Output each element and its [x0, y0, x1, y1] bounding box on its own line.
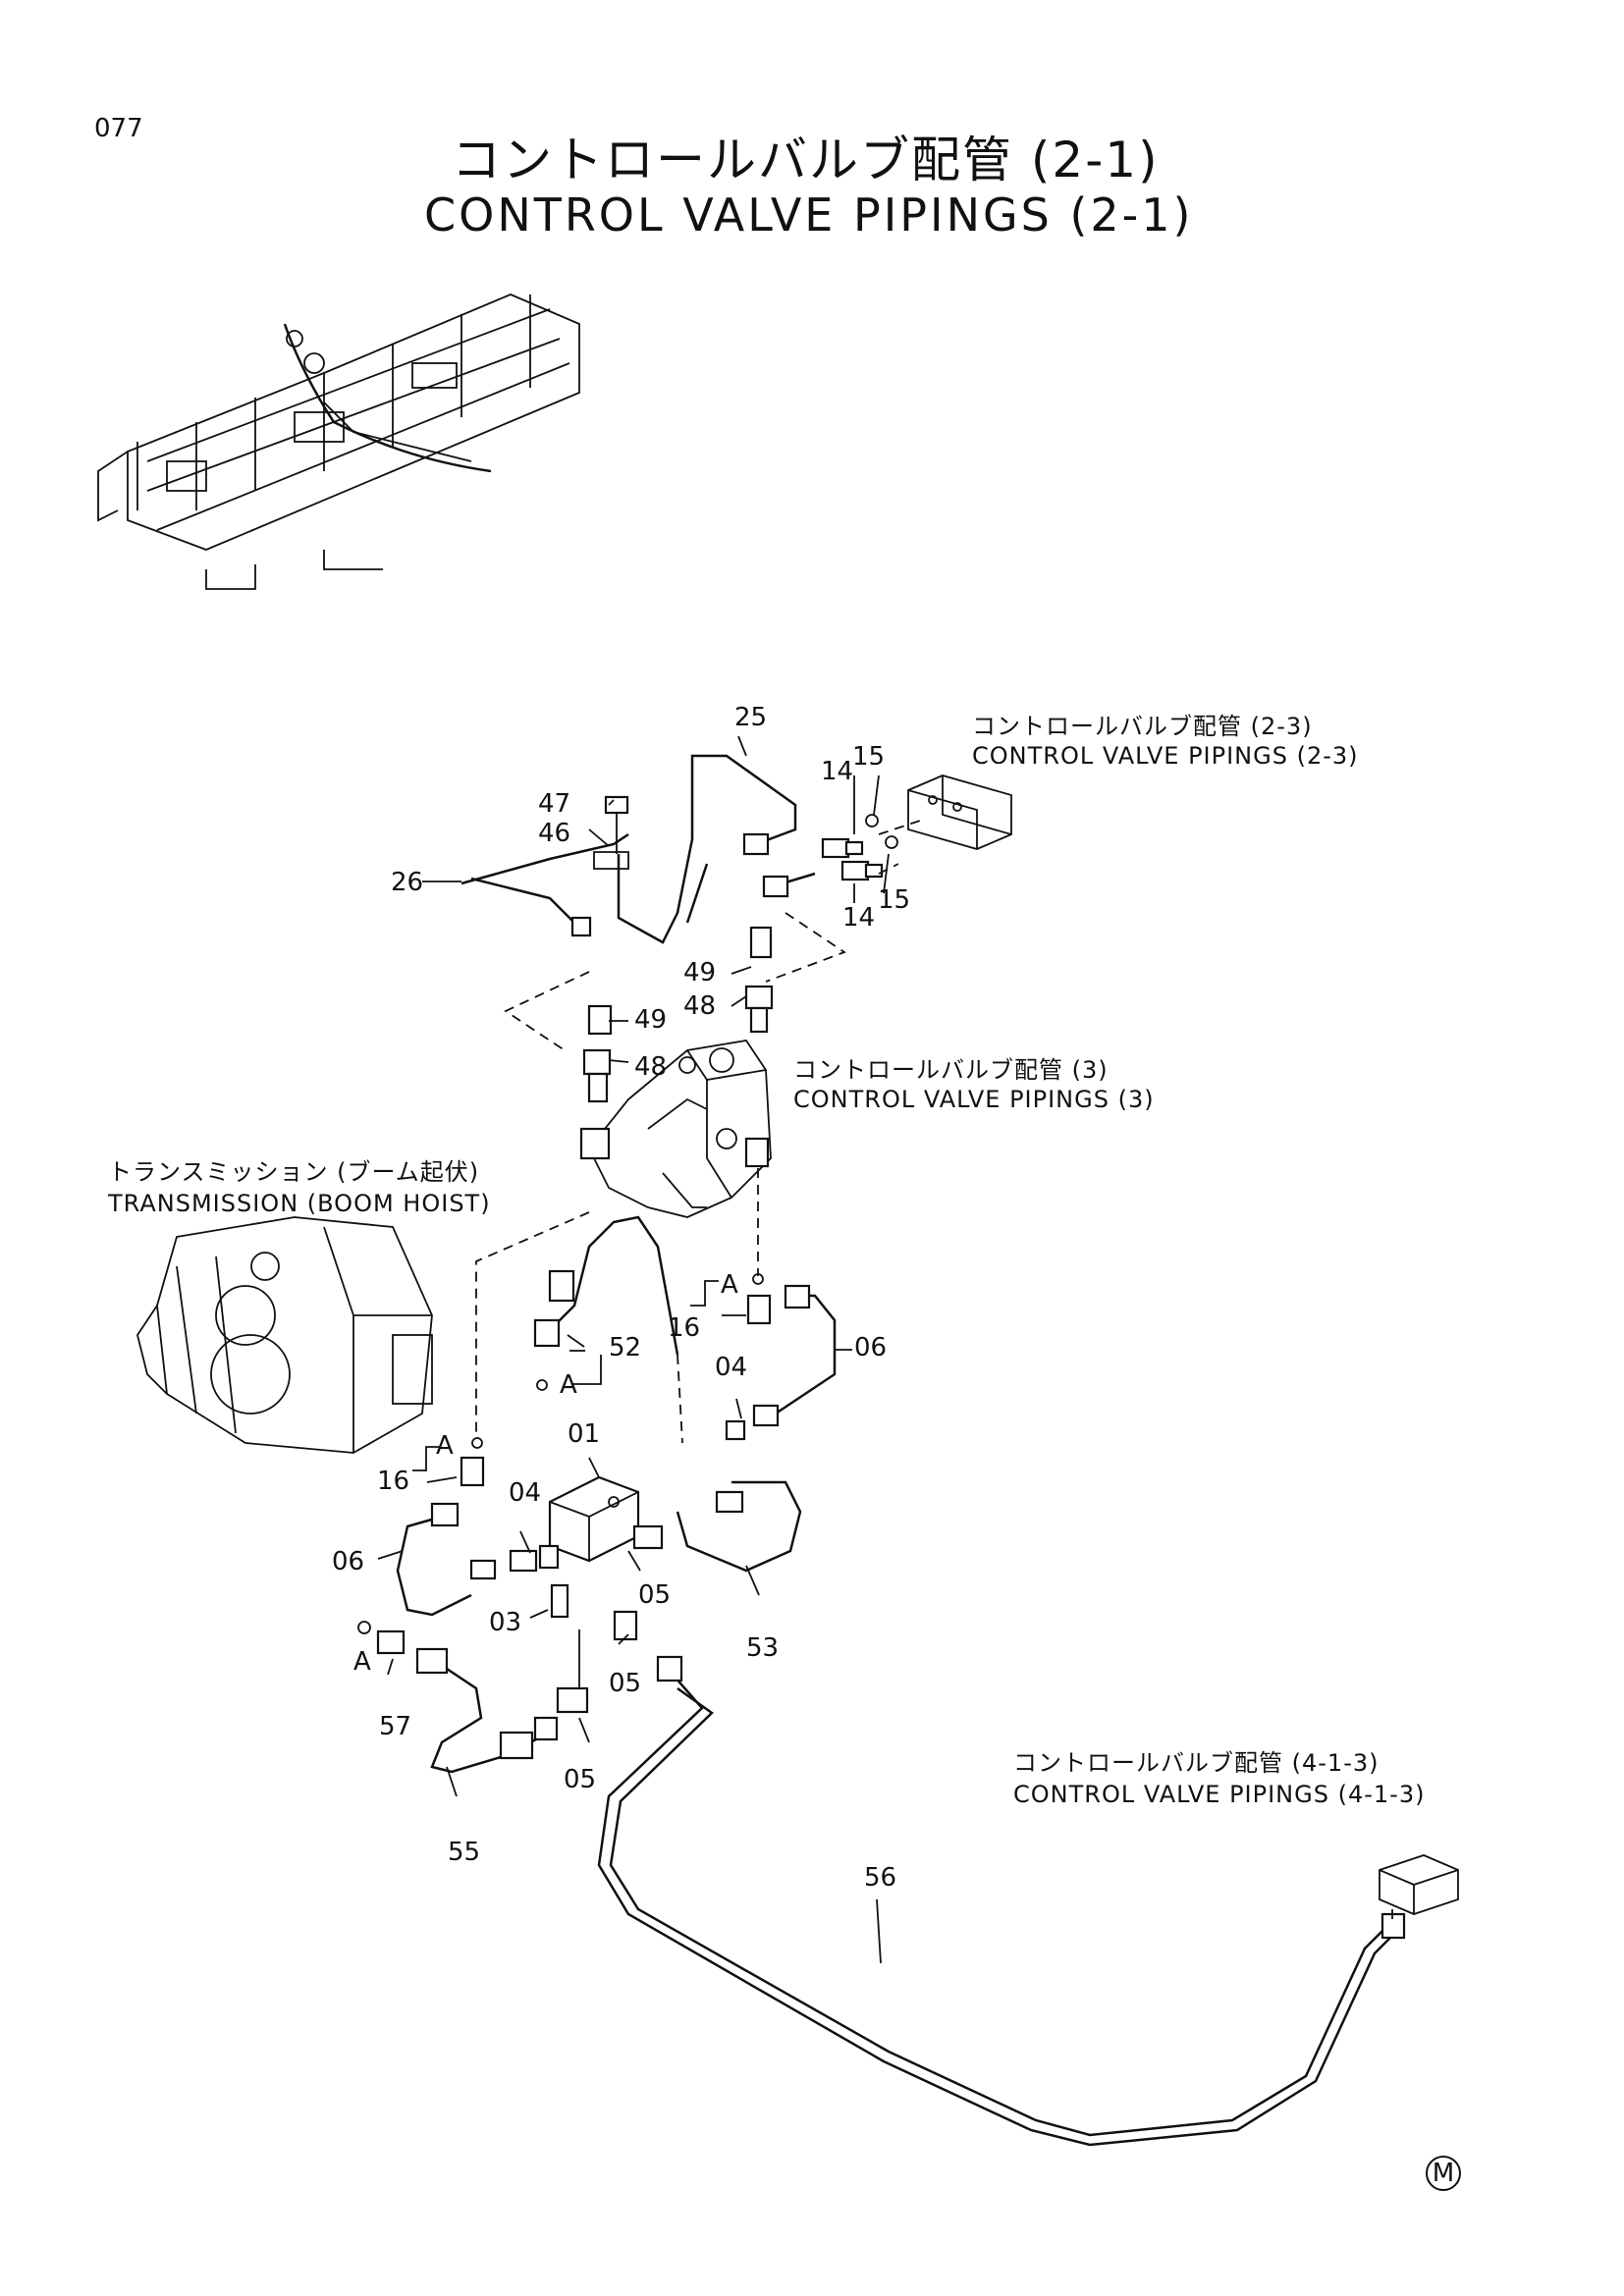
pipe-53 — [676, 1480, 802, 1573]
control-valve-block-4-1-3 — [1379, 1854, 1459, 1915]
callout-48-right: 48 — [683, 991, 717, 1021]
callout-06-left: 06 — [332, 1547, 365, 1576]
callout-46: 46 — [538, 819, 571, 848]
pipe-06-left — [396, 1515, 472, 1617]
callout-53: 53 — [746, 1633, 780, 1663]
callout-57: 57 — [379, 1712, 412, 1741]
ref-4-1-3-jp: コントロールバルブ配管 (4-1-3) — [1013, 1749, 1380, 1777]
callout-04-left: 04 — [509, 1478, 542, 1508]
label-a-1: A — [721, 1270, 738, 1300]
control-valve-block-2-3 — [907, 774, 1012, 850]
title-english: CONTROL VALVE PIPINGS (2-1) — [424, 188, 1194, 241]
callout-55: 55 — [448, 1838, 481, 1867]
callout-15-bottom: 15 — [878, 885, 911, 915]
callout-04-right: 04 — [715, 1353, 748, 1382]
callout-14-top: 14 — [821, 757, 854, 786]
callout-05-a: 05 — [638, 1580, 672, 1610]
callout-06-right: 06 — [854, 1333, 888, 1362]
label-a-2: A — [560, 1370, 577, 1400]
m-mark: M — [1426, 2156, 1461, 2191]
callout-49-left: 49 — [634, 1005, 668, 1035]
callout-05-b: 05 — [609, 1669, 642, 1698]
pipe-56 — [597, 1668, 1395, 2147]
callout-47: 47 — [538, 789, 571, 819]
pipe-06-right — [775, 1294, 837, 1415]
callout-05-c: 05 — [564, 1765, 597, 1794]
callout-26: 26 — [391, 868, 424, 897]
pipe-25 — [617, 754, 797, 944]
ref-2-3-en: CONTROL VALVE PIPINGS (2-3) — [972, 742, 1359, 770]
ref-4-1-3-en: CONTROL VALVE PIPINGS (4-1-3) — [1013, 1781, 1426, 1808]
title-japanese: コントロールバルブ配管 (2-1) — [452, 132, 1160, 188]
page-number: 077 — [94, 114, 143, 143]
callout-48-left: 48 — [634, 1052, 668, 1082]
pipe-26 — [460, 832, 629, 929]
label-a-3: A — [436, 1431, 454, 1461]
callout-16-right: 16 — [668, 1313, 701, 1343]
ref-3-en: CONTROL VALVE PIPINGS (3) — [793, 1086, 1155, 1113]
callout-49-right: 49 — [683, 958, 717, 988]
ref-transmission-en: TRANSMISSION (BOOM HOIST) — [108, 1190, 491, 1217]
pipe-52 — [544, 1215, 679, 1356]
ref-2-3-jp: コントロールバルブ配管 (2-3) — [972, 713, 1313, 740]
callout-56: 56 — [864, 1863, 897, 1893]
label-a-4: A — [353, 1647, 371, 1677]
pipe-55 — [430, 1667, 541, 1774]
callout-01: 01 — [568, 1419, 601, 1449]
callout-15-top: 15 — [852, 742, 886, 772]
callout-14-bottom: 14 — [842, 903, 876, 933]
ref-3-jp: コントロールバルブ配管 (3) — [793, 1056, 1109, 1084]
overview-frame-sketch — [97, 294, 580, 590]
callout-25: 25 — [734, 703, 768, 732]
valve-01 — [548, 1475, 640, 1563]
transmission-boom-hoist — [136, 1216, 433, 1454]
callout-03: 03 — [489, 1608, 522, 1637]
callout-52: 52 — [609, 1333, 642, 1362]
ref-transmission-jp: トランスミッション (ブーム起伏) — [108, 1158, 480, 1186]
callout-16-left: 16 — [377, 1467, 410, 1496]
